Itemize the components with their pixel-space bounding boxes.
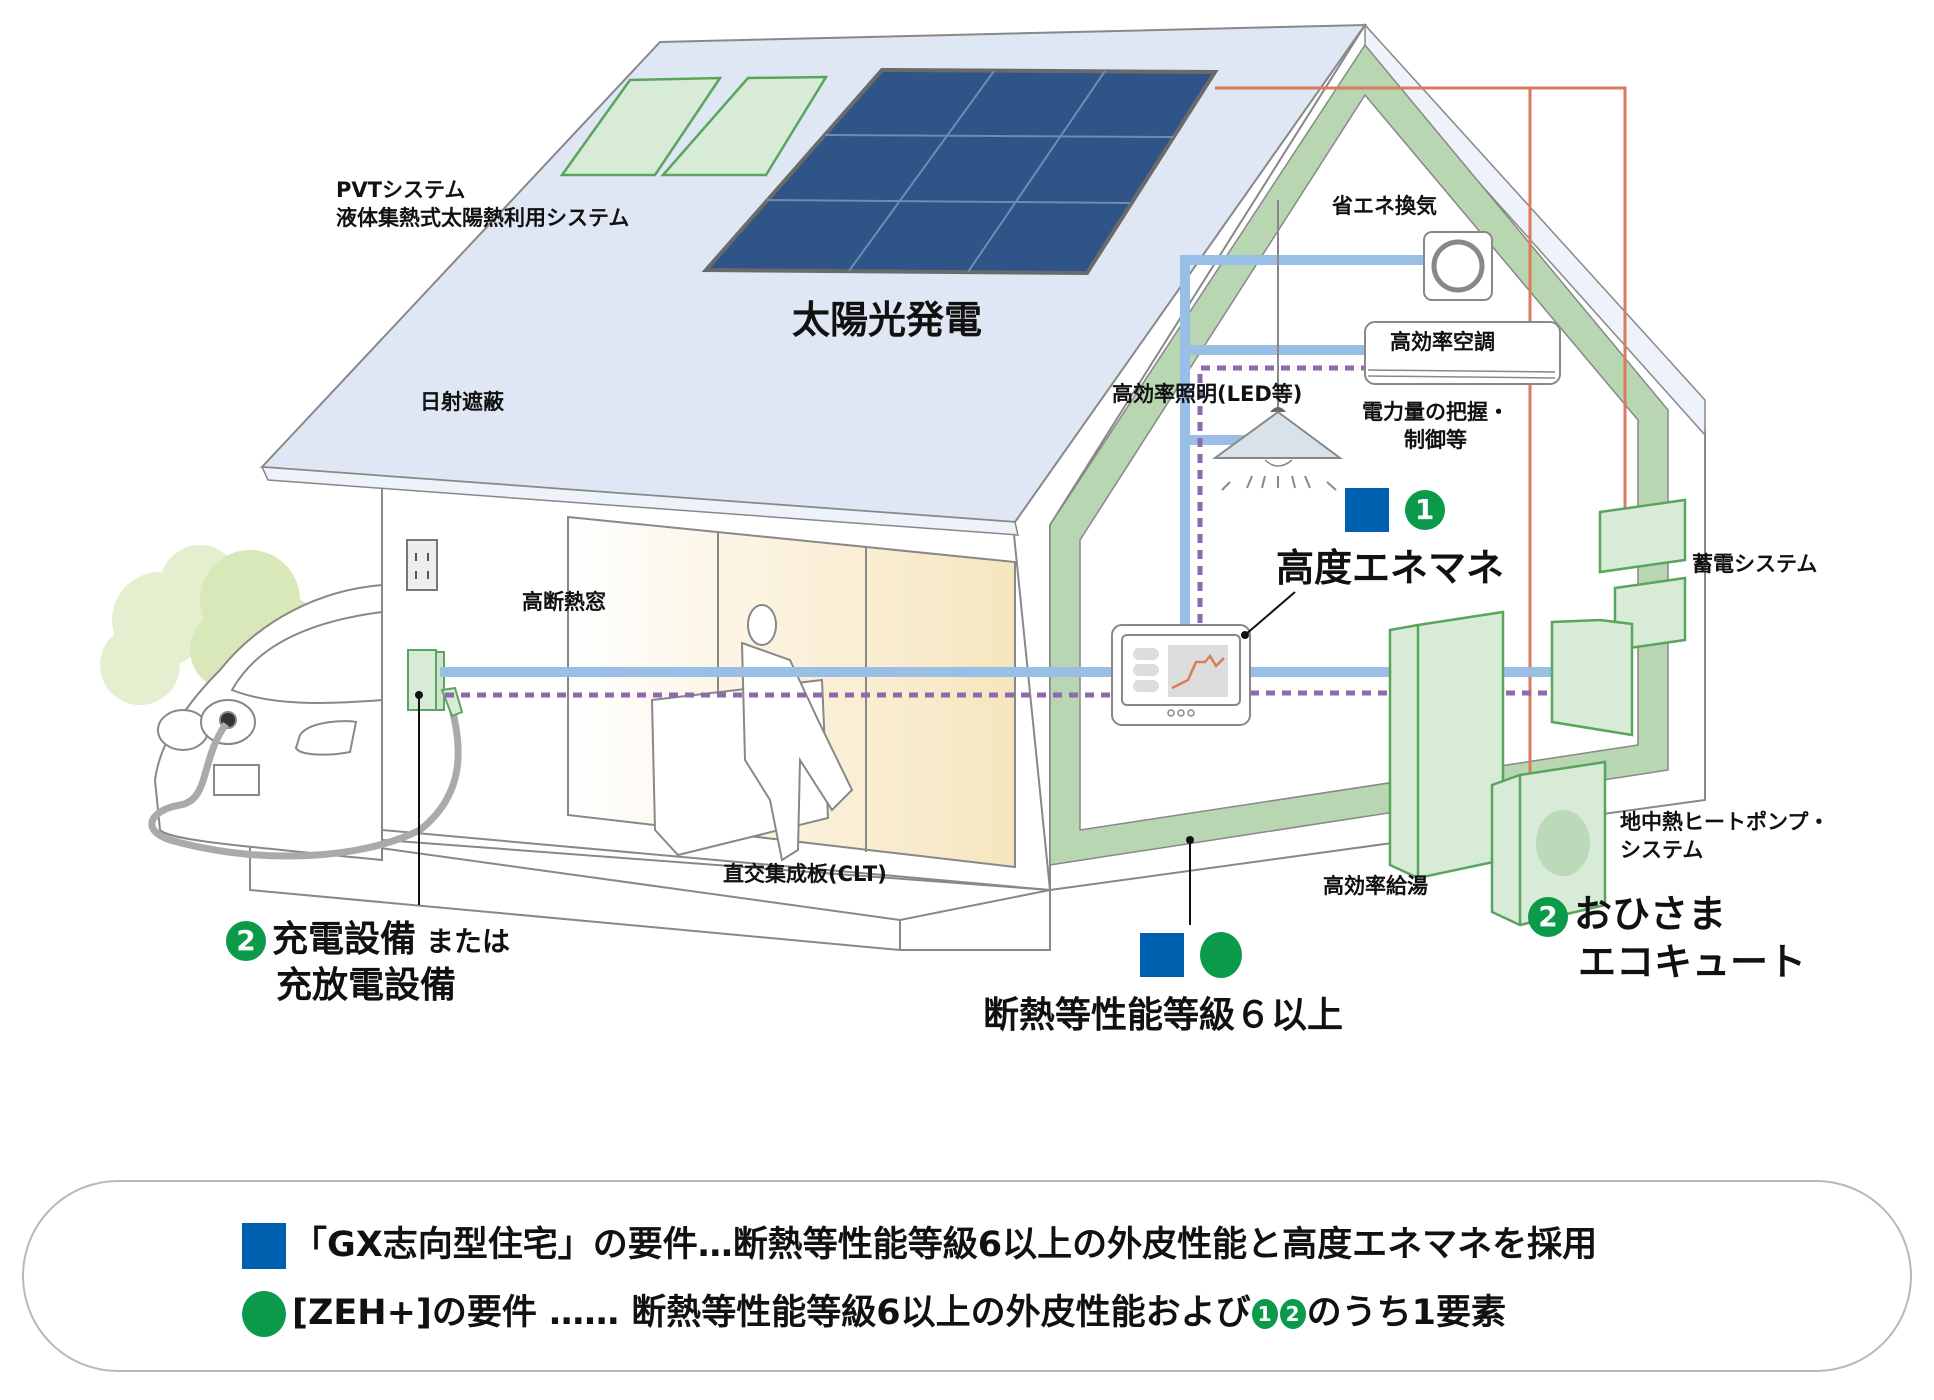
charger-number-badge: 2: [226, 921, 266, 961]
pvt-label-line2: 液体集熱式太陽熱利用システム: [336, 206, 630, 230]
pvt-label-line1: PVTシステム: [336, 178, 466, 202]
solar-panel-icon: [701, 67, 1219, 276]
storage-battery-icon: [1550, 498, 1687, 737]
gx-requirement-square-icon: [1345, 488, 1389, 532]
heat-pump-unit-icon: [1490, 760, 1607, 927]
legend-gx-row: 「GX志向型住宅」の要件…断熱等性能等級6以上の外皮性能と高度エネマネを採用: [242, 1220, 1597, 1270]
legend-gx-text: 「GX志向型住宅」の要件…断熱等性能等級6以上の外皮性能と高度エネマネを採用: [292, 1225, 1598, 1265]
shading-label: 日射遮蔽: [420, 390, 504, 414]
insulation-badges: [1140, 932, 1242, 978]
solar-label: 太陽光発電: [792, 298, 983, 342]
data-line: [445, 365, 1560, 698]
hot-water-line: [1215, 86, 1627, 775]
zeh-legend-circle-icon: [242, 1291, 286, 1337]
geothermal-line2: システム: [1620, 838, 1704, 862]
hems-monitor-icon: [1111, 624, 1251, 726]
hems-number-badge: 1: [1404, 490, 1445, 530]
legend-zeh-suffix: のうち1要素: [1306, 1293, 1506, 1333]
ventilation-label: 省エネ換気: [1332, 194, 1437, 218]
legend-box: 「GX志向型住宅」の要件…断熱等性能等級6以上の外皮性能と高度エネマネを採用 […: [22, 1180, 1912, 1372]
water-heater-label: 高効率給湯: [1323, 874, 1428, 898]
geothermal-label: 地中熱ヒートポンプ・ システム: [1620, 808, 1829, 864]
insulation-title: 断熱等性能等級６以上: [983, 995, 1344, 1036]
charger-or-text: または: [426, 925, 511, 958]
charging-cable: [148, 699, 462, 860]
aircon-label: 高効率空調: [1390, 330, 1495, 354]
charger-line2: 充放電設備: [276, 965, 457, 1006]
hems-badges: 1: [1345, 488, 1451, 532]
air-conditioner-icon: [1364, 321, 1561, 385]
legend-number-2-badge: 2: [1279, 1299, 1306, 1329]
clt-label: 直交集成板(CLT): [723, 862, 887, 886]
ecocute-number-badge: 2: [1528, 896, 1568, 937]
gx-legend-square-icon: [242, 1223, 286, 1269]
power-mgmt-line2: 制御等: [1404, 428, 1467, 452]
power-mgmt-label: 電力量の把握・ 制御等: [1362, 398, 1509, 454]
lighting-label: 高効率照明(LED等): [1112, 382, 1303, 406]
gx-requirement-square-icon-2: [1140, 933, 1184, 977]
legend-number-1-badge: 1: [1251, 1299, 1278, 1329]
hems-pointer-line: [1244, 591, 1296, 636]
storage-label: 蓄電システム: [1692, 552, 1818, 576]
zeh-requirement-circle-icon: [1199, 932, 1242, 978]
pvt-panel-icon: [559, 75, 829, 177]
charger-main-text: 充電設備: [272, 919, 417, 960]
pendant-lamp-icon: [1211, 200, 1344, 491]
ecocute-line1: おひさま: [1574, 892, 1727, 936]
ventilation-fan-icon: [1423, 231, 1493, 301]
power-mgmt-line1: 電力量の把握・: [1362, 400, 1509, 424]
geothermal-line1: 地中熱ヒートポンプ・: [1620, 810, 1830, 834]
pvt-label: PVTシステム 液体集熱式太陽熱利用システム: [336, 176, 629, 232]
legend-zeh-prefix: [ZEH+]の要件 …… 断熱等性能等級6以上の外皮性能および: [292, 1293, 1251, 1333]
hems-title: 高度エネマネ: [1276, 546, 1505, 590]
ecocute-line2: エコキュート: [1578, 940, 1807, 984]
electric-car-icon: [153, 583, 383, 862]
window-label: 高断熱窓: [522, 590, 606, 614]
ev-charger-icon: [407, 649, 464, 718]
water-heater-icon: [1388, 610, 1505, 880]
wall-outlet-icon: [406, 539, 438, 591]
